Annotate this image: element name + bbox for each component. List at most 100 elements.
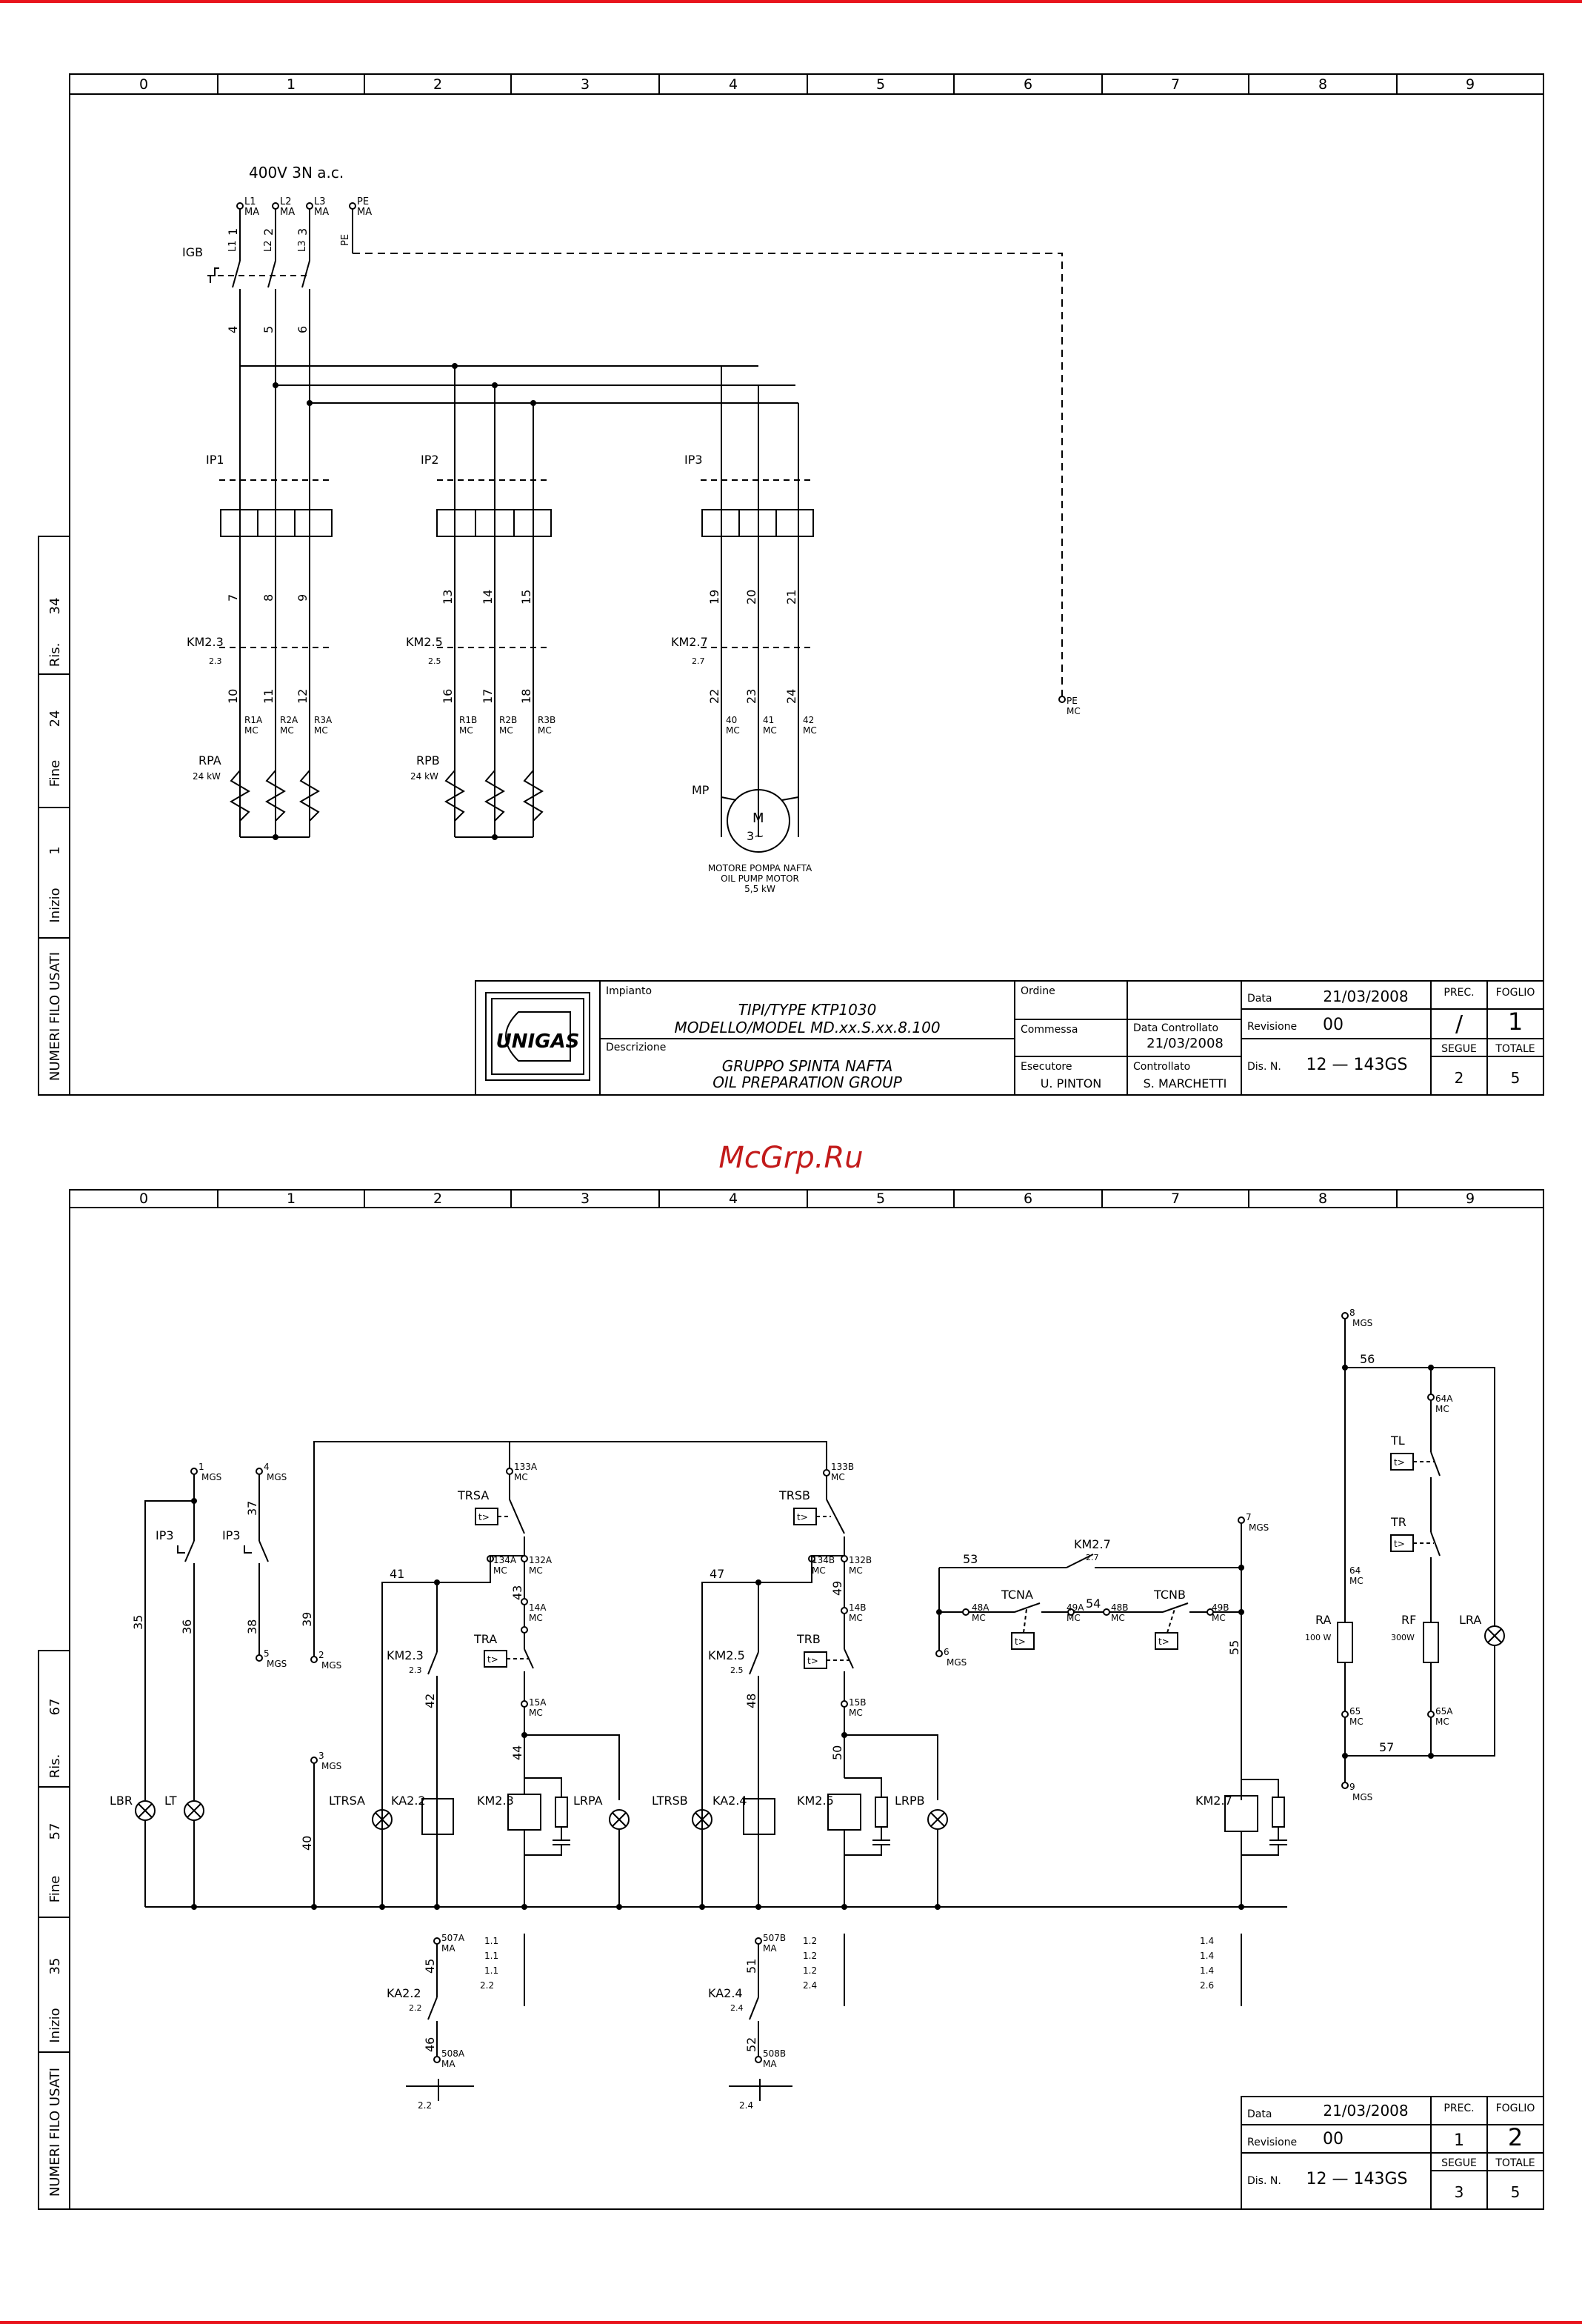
side1-value-0: 34 [47,598,63,615]
phase-L2: L2 [263,240,274,252]
contactor-KM2.7-ref: 2.7 [692,656,705,666]
s2-prec-value: 1 [1454,2131,1464,2150]
term-R2B: R2B [499,715,517,725]
term-64: 64 [1349,1565,1361,1576]
s2-segue-label: SEGUE [1441,2157,1477,2169]
col-5: 5 [876,76,885,93]
term-7: 7 [1246,1512,1252,1522]
col2-5: 5 [876,1191,885,1207]
term-L2-sub: MA [280,207,295,218]
xref3-2: 1.4 [1200,1965,1214,1976]
wire-4: 4 [226,326,240,333]
label-KA2.2-coil: KA2.2 [391,1794,426,1808]
term-132B: 132B [849,1555,872,1565]
label-TR: TR [1390,1515,1406,1529]
load-RPB-rating: 24 kW [410,771,438,782]
side1-value-2: 1 [47,846,63,854]
term-8-sub: MGS [1352,1318,1372,1328]
supply-label: 400V 3N a.c. [249,164,344,182]
label-KM2.7-coil: KM2.7 [1195,1794,1232,1808]
term-R3A: R3A [314,715,333,725]
term-41-sub: MC [763,725,777,736]
term-15A: 15A [529,1697,547,1708]
top-red-rule [0,0,1582,3]
term-1: 1 [198,1462,204,1472]
wire-56: 56 [1360,1352,1375,1366]
col-2: 2 [433,76,442,93]
label-KA2.2-contact: KA2.2 [387,1986,421,2000]
label-KM2.5-contact: KM2.5 [708,1648,745,1662]
term-49B: 49B [1212,1602,1229,1613]
wire-6: 6 [296,326,310,333]
side1-value-1: 24 [47,710,63,728]
label-LRPB: LRPB [895,1794,925,1808]
col-8: 8 [1318,76,1327,93]
ordine-label: Ordine [1021,985,1055,997]
wire-48: 48 [744,1694,758,1708]
label-TRSB: TRSB [778,1488,810,1502]
contactor-KM2.3: KM2.3 [187,635,224,649]
term-64A-sub: MC [1435,1404,1449,1414]
col2-4: 4 [729,1191,738,1207]
load-MP: MP [692,783,710,797]
xref1-0: 1.1 [484,1936,498,1946]
term-508B-sub: MA [763,2059,777,2069]
wire-39: 39 [300,1612,314,1627]
term-133B: 133B [831,1462,854,1472]
label-IP3-a: IP3 [156,1528,174,1542]
col2-7: 7 [1171,1191,1180,1207]
term-65-sub: MC [1349,1717,1364,1727]
term-3-sub: MGS [321,1761,341,1771]
term-42: 42 [803,715,814,725]
label-KM2.3-coil: KM2.3 [477,1794,514,1808]
term-7-sub: MGS [1249,1522,1269,1533]
wire-50: 50 [830,1745,844,1760]
wire-24: 24 [784,689,798,704]
term-42-sub: MC [803,725,817,736]
contactor-KM2.7: KM2.7 [671,635,708,649]
term-2: 2 [318,1650,324,1660]
term-507A: 507A [441,1933,465,1943]
label-LT: LT [164,1794,177,1808]
wire-40: 40 [300,1836,314,1851]
revisione-value: 00 [1323,1016,1344,1034]
side2-value-0: 67 [47,1699,63,1716]
col-7: 7 [1171,76,1180,93]
term-134A-sub: MC [493,1565,507,1576]
xref1-2: 1.1 [484,1965,498,1976]
term-14A-sub: MC [529,1613,543,1623]
term-14B: 14B [849,1602,867,1613]
col-4: 4 [729,76,738,93]
term-134B-sub: MC [812,1565,826,1576]
term-4-sub: MGS [267,1472,287,1482]
term-1-sub: MGS [201,1472,221,1482]
term-64-sub: MC [1349,1576,1364,1586]
timer-TRA: t> [487,1654,498,1665]
label-KM2.5-coil: KM2.5 [797,1794,834,1808]
xref2-0: 1.2 [803,1936,817,1946]
s2-totale-value: 5 [1511,2183,1521,2201]
wire-36: 36 [180,1619,194,1634]
timer-TCNB: t> [1158,1637,1169,1647]
xref2-3: 2.4 [803,1980,817,1991]
motor-power: 5,5 kW [744,884,775,894]
wire-11: 11 [261,689,276,704]
descrizione-line1: GRUPPO SPINTA NAFTA [722,1057,893,1075]
main-switch-label: IGB [182,245,203,259]
term-L1: L1 [244,196,256,207]
wire-23: 23 [744,689,758,704]
phase-PE: PE [340,234,351,246]
wire-1: 1 [226,228,240,236]
segue-value: 2 [1455,1069,1464,1087]
label-RA-value: 100 W [1305,1633,1331,1642]
wire-2: 2 [261,228,276,236]
xref2-1: 1.2 [803,1951,817,1961]
term-R1A-sub: MC [244,725,258,736]
term-L2: L2 [280,196,292,207]
wire-46: 46 [423,2037,437,2052]
motor-symbol: M [752,810,764,826]
wire-8: 8 [261,594,276,602]
phase-L1: L1 [227,240,238,252]
s2-revisione-value: 00 [1323,2130,1344,2148]
wire-10: 10 [226,689,240,704]
